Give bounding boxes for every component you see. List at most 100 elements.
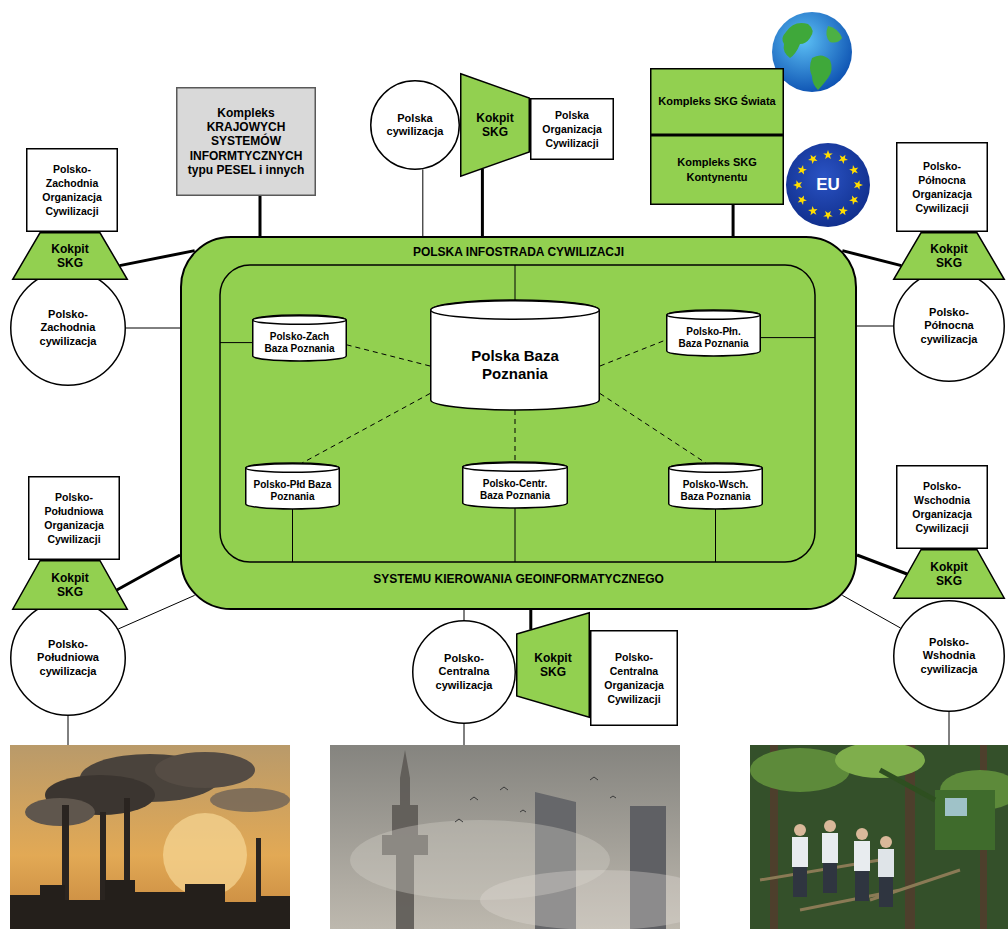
node-text: Polsko-Centr. Baza Poznania [473, 478, 557, 502]
text-area: POLSKA INFOSTRADA CYWILIZACJI [180, 241, 857, 263]
smokestack-photo [210, 788, 290, 812]
text-area: Kokpit SKG [464, 77, 526, 173]
node-text: Polsko-Wsch. Baza Poznania [676, 479, 756, 503]
knowledge-base: Polsko-Centr. Baza Poznania [462, 462, 568, 508]
eu-flag-icon [848, 194, 861, 207]
civilization-circle-outline [894, 271, 1005, 382]
civilization-circle-outline [413, 621, 516, 724]
civilization-circle-outline [11, 271, 126, 386]
text-area: Kompleks KRAJOWYCH SYSTEMÓW INFORMTYCZNY… [180, 91, 312, 192]
node-text: Polsko-Południowa Organizacja Cywilizacj… [32, 490, 116, 547]
organization-box-outline [897, 143, 988, 232]
infostrada-band-outline [181, 237, 856, 609]
node-text: Polsko-Centralna Organizacja Cywilizacji [594, 650, 674, 707]
eu-flag-icon [854, 180, 863, 190]
knowledge-base: Polsko-Zach Baza Poznania [252, 315, 347, 361]
civilization-circle-outline [413, 621, 516, 724]
text-area: Polsko-Centralna cywilizacja [422, 630, 505, 713]
globe-icon [772, 12, 852, 92]
smokestack-photo [25, 798, 95, 826]
layout-wire [68, 716, 69, 745]
complex-box-outline [651, 136, 784, 205]
civilization-circle-outline [371, 81, 460, 170]
civilization-circle-outline [894, 271, 1005, 382]
eu-flag-icon [837, 205, 850, 218]
cockpit-trapezoid-outline [13, 561, 128, 610]
complex-box-outline [651, 69, 784, 135]
connector-line [259, 196, 262, 236]
knowledge-base-outline [253, 316, 347, 325]
smokestack-photo [10, 745, 290, 929]
organization-box-outline [591, 631, 678, 726]
text-area: Polsko-Zachodnia cywilizacja [22, 282, 115, 375]
forest-photo [794, 824, 806, 836]
organization-box: Polsko-Zachodnia Organizacja Cywilizacji [26, 148, 118, 232]
organization-box-outline [590, 630, 678, 726]
flag-text: EU [816, 175, 840, 195]
node-text: Kokpit SKG [924, 242, 974, 271]
organization-box-outline [591, 631, 678, 726]
organization-box-outline [897, 143, 988, 232]
knowledge-base-outline [431, 301, 600, 320]
node-text: Polsko-Południowa cywilizacja [25, 638, 111, 678]
layout-wire [715, 509, 716, 562]
text-area: Polsko-Południowa cywilizacja [22, 612, 115, 705]
forest-photo [880, 836, 892, 848]
system-box: Kompleks KRAJOWYCH SYSTEMÓW INFORMTYCZNY… [176, 87, 316, 196]
system-box-outline [177, 88, 316, 196]
node-text: Polsko-Płn. Baza Poznania [674, 326, 754, 350]
cockpit-trapezoid: Kokpit SKG [12, 232, 128, 280]
knowledge-base-outline [463, 462, 568, 508]
organization-box-outline [27, 149, 118, 232]
node-text: Kokpit SKG [924, 560, 974, 589]
connector-line [118, 595, 194, 629]
text-area: Kokpit SKG [897, 553, 1001, 595]
organization-box-outline [26, 148, 118, 232]
layout-wire [515, 265, 516, 300]
eu-flag-icon [806, 205, 819, 218]
organization-box-outline [896, 142, 988, 232]
knowledge-base-outline [431, 300, 600, 410]
node-text: Kokpit SKG [45, 242, 95, 271]
knowledge-base-outline [667, 310, 761, 356]
forest-photo [945, 798, 967, 816]
text-area: SYSTEMU KIEROWANIA GEOINFORMATYCZNEGO [180, 568, 857, 590]
text-area: Kokpit SKG [520, 616, 586, 714]
text-area: Polsko-Zach Baza Poznania [256, 327, 343, 359]
cockpit-trapezoid-outline [894, 550, 1005, 599]
knowledge-base: Polsko-Płd Baza Poznania [245, 463, 340, 509]
forest-photo [879, 877, 893, 907]
forest-photo [856, 828, 868, 840]
text-area: Polsko-Wsch. Baza Poznania [672, 475, 759, 507]
forest-photo [750, 748, 850, 792]
node-text: SYSTEMU KIEROWANIA GEOINFORMATYCZNEGO [373, 572, 664, 586]
complex-box-outline [651, 136, 784, 205]
complex-box: Kompleks SKG Kontynentu [650, 135, 784, 205]
layout-wire [515, 508, 516, 562]
knowledge-base-outline [669, 463, 763, 509]
cockpit-trapezoid-outline [894, 550, 1005, 599]
connector-line [126, 328, 180, 329]
knowledge-base-outline [667, 311, 761, 320]
globe-icon [772, 12, 852, 92]
cockpit-trapezoid-outline [894, 233, 1005, 280]
text-area: Polsko-Płn. Baza Poznania [670, 322, 757, 354]
knowledge-base-outline [246, 464, 340, 473]
infostrada-band-outline [181, 237, 856, 609]
smokestack-photo [155, 752, 255, 788]
system-box-outline [177, 88, 316, 196]
knowledge-base-outline [246, 463, 340, 509]
forest-photo [878, 849, 894, 877]
eu-flag-icon [793, 180, 802, 190]
knowledge-base-outline [253, 315, 347, 361]
knowledge-base-outline [669, 463, 763, 509]
forest-photo [822, 833, 838, 863]
organization-box-outline [897, 466, 988, 549]
civilization-circle-outline [11, 271, 126, 386]
node-text: Polsko-Płd Baza Poznania [253, 479, 333, 503]
forest-photo [880, 770, 935, 800]
forest-photo [823, 863, 837, 893]
organization-box: Polska Organizacja Cywilizacji [530, 98, 614, 160]
